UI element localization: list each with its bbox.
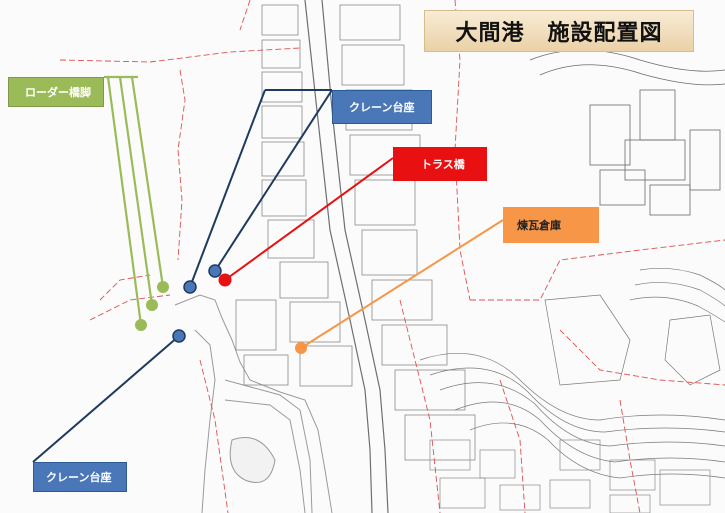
loader-pier-marker-2[interactable]	[146, 299, 158, 311]
leader-lines	[32, 75, 504, 463]
loader-pier-label[interactable]: ローダー橋脚	[8, 77, 104, 107]
coastline	[174, 294, 333, 513]
brick-warehouse-label[interactable]: 煉瓦倉庫	[503, 207, 599, 243]
buildings-lower	[429, 439, 711, 513]
loader-pier-label-text: ローダー橋脚	[25, 86, 91, 99]
crane-base-marker-2[interactable]	[208, 264, 222, 278]
crane-base-bottom-label-text: クレーン台座	[46, 471, 112, 484]
contours	[419, 268, 725, 479]
town-blocks-left	[235, 4, 353, 387]
crane-base-marker-3[interactable]	[172, 329, 186, 343]
loader-pier-marker-3[interactable]	[157, 281, 169, 293]
truss-bridge-marker[interactable]	[218, 273, 232, 287]
truss-bridge-label-text: トラス橋	[421, 158, 465, 171]
crane-base-marker-1[interactable]	[183, 280, 197, 294]
brick-warehouse-label-text: 煉瓦倉庫	[517, 219, 561, 232]
crane-base-top-label-text: クレーン台座	[349, 101, 415, 114]
crane-base-bottom-label[interactable]: クレーン台座	[33, 462, 127, 492]
crane-base-top-label[interactable]: クレーン台座	[332, 90, 432, 124]
brick-warehouse-marker[interactable]	[295, 342, 307, 354]
truss-bridge-label[interactable]: トラス橋	[393, 147, 487, 181]
map-title: 大間港 施設配置図	[424, 10, 694, 52]
loader-pier-marker-1[interactable]	[135, 319, 147, 331]
markers	[135, 264, 307, 354]
